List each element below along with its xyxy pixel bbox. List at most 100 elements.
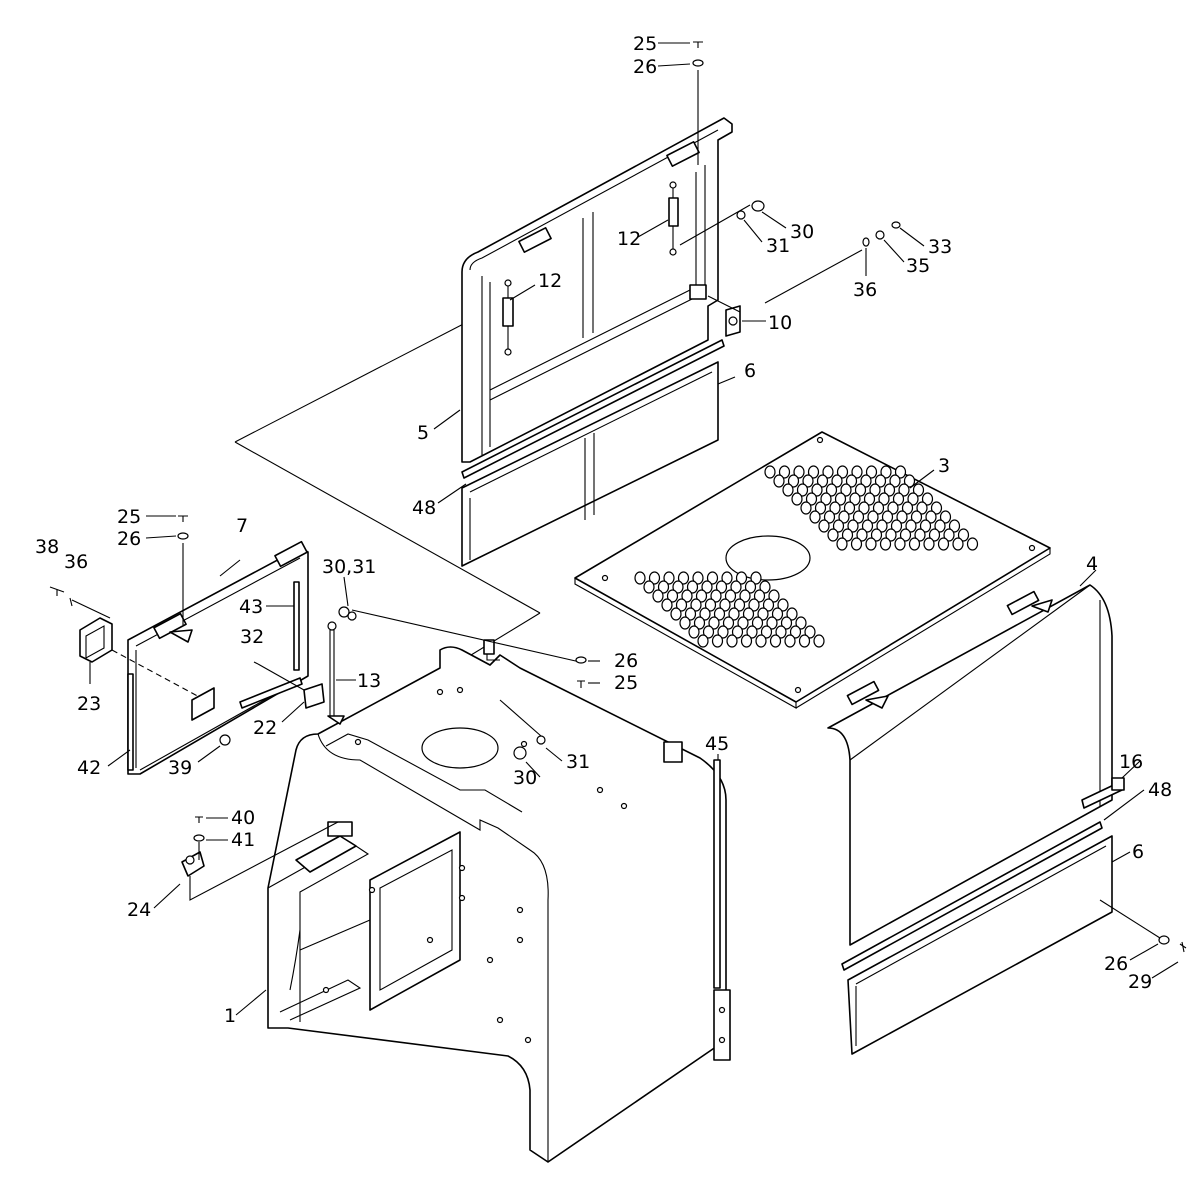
perforation-hole — [878, 492, 890, 506]
perforation-hole — [693, 616, 706, 630]
perforation-hole — [894, 537, 906, 551]
perforation-hole — [948, 519, 961, 533]
perforation-hole — [818, 519, 830, 533]
perforation-hole — [695, 589, 708, 603]
part-48-right-seal — [841, 821, 1103, 971]
callout-3: 3 — [938, 455, 950, 477]
perforation-hole — [648, 571, 661, 585]
perforation-hole — [823, 510, 836, 524]
perforation-hole — [805, 492, 818, 506]
callout-26-right: 26 — [1104, 953, 1128, 975]
perforation-hole — [889, 474, 901, 488]
perforation-hole — [829, 501, 841, 515]
perforation-hole — [843, 501, 856, 515]
perforation-hole — [795, 616, 807, 630]
part-12-gas-spring-left — [502, 279, 514, 356]
perforation-hole — [901, 501, 914, 515]
perforation-hole — [841, 528, 854, 542]
perforation-hole — [807, 465, 820, 479]
perforation-hole — [966, 537, 979, 551]
perforation-hole — [784, 634, 796, 648]
part-13-rod — [327, 621, 345, 725]
perforation-hole — [850, 537, 863, 551]
part-16-latch — [1081, 777, 1125, 809]
perforation-hole — [744, 580, 757, 594]
part-12-gas-spring-right — [668, 181, 679, 256]
part-24-pin — [181, 851, 205, 877]
perforation-hole — [800, 501, 812, 515]
callout-33: 33 — [928, 236, 952, 258]
perforation-hole — [910, 510, 923, 524]
perforation-hole — [831, 474, 843, 488]
part-43-strip — [293, 581, 300, 671]
perforation-hole — [934, 519, 946, 533]
perforation-hole — [943, 528, 955, 542]
perforation-hole — [688, 625, 700, 639]
callout-6-upper: 6 — [744, 360, 756, 382]
perforation-hole — [916, 501, 928, 515]
perforation-hole — [699, 607, 711, 621]
perforation-hole — [832, 519, 845, 533]
callout-5: 5 — [417, 422, 429, 444]
callout-25-left: 25 — [117, 506, 141, 528]
perforation-hole — [872, 501, 885, 515]
part-23-latch-block — [79, 617, 113, 663]
perforation-hole — [726, 634, 738, 648]
callout-43: 43 — [239, 596, 263, 618]
perforation-hole — [777, 598, 789, 612]
assembly-dashed-line-23 — [111, 649, 206, 701]
perforation-hole — [912, 483, 925, 497]
perforation-hole — [730, 580, 742, 594]
perforation-hole — [751, 616, 764, 630]
perforation-hole — [930, 501, 943, 515]
callout-31-upper: 31 — [766, 235, 790, 257]
perforation-hole — [706, 571, 719, 585]
perforation-hole — [789, 625, 802, 639]
perforation-hole — [836, 465, 849, 479]
perforation-hole — [957, 528, 970, 542]
part-5-rear-door-frame — [461, 117, 733, 463]
callout-36-left: 36 — [64, 551, 88, 573]
part-6-upper-panel — [461, 361, 719, 567]
perforation-hole — [847, 519, 859, 533]
perforation-hole — [728, 607, 740, 621]
callout-24: 24 — [127, 899, 151, 921]
callout-labels: 25 26 12 30 31 33 35 36 12 10 6 5 3 48 2… — [35, 33, 1172, 1027]
perforation-hole — [677, 571, 690, 585]
part-6-right-panel — [847, 835, 1113, 1055]
perforation-hole — [702, 625, 715, 639]
callout-40: 40 — [231, 807, 255, 829]
perforation-hole — [791, 492, 803, 506]
perforation-hole — [686, 580, 699, 594]
perforation-hole — [760, 625, 773, 639]
part-1-main-housing — [267, 639, 727, 1163]
perforation-hole — [861, 519, 874, 533]
perforation-hole — [809, 510, 821, 524]
perforation-hole — [816, 474, 829, 488]
perforation-hole — [798, 634, 811, 648]
callout-6-right: 6 — [1132, 841, 1144, 863]
perforation-hole — [834, 492, 847, 506]
leader-lines — [89, 42, 1179, 1016]
perforation-hole — [778, 465, 791, 479]
perforation-hole — [825, 483, 838, 497]
perforation-hole — [880, 465, 892, 479]
perforation-hole — [827, 528, 839, 542]
perforation-hole — [740, 634, 753, 648]
perforation-hole — [849, 492, 861, 506]
callout-42: 42 — [77, 757, 101, 779]
callout-48-right: 48 — [1148, 779, 1172, 801]
perforation-hole — [735, 571, 748, 585]
callout-41: 41 — [231, 829, 255, 851]
perforation-hole — [775, 625, 787, 639]
perforation-hole — [898, 483, 910, 497]
perforation-hole — [851, 465, 863, 479]
callout-13: 13 — [357, 670, 381, 692]
perforation-hole — [769, 634, 782, 648]
perforation-hole — [711, 634, 724, 648]
part-7-left-frame — [127, 540, 309, 775]
perforation-hole — [811, 483, 823, 497]
perforation-cluster-upper — [764, 465, 979, 551]
callout-39: 39 — [168, 757, 192, 779]
